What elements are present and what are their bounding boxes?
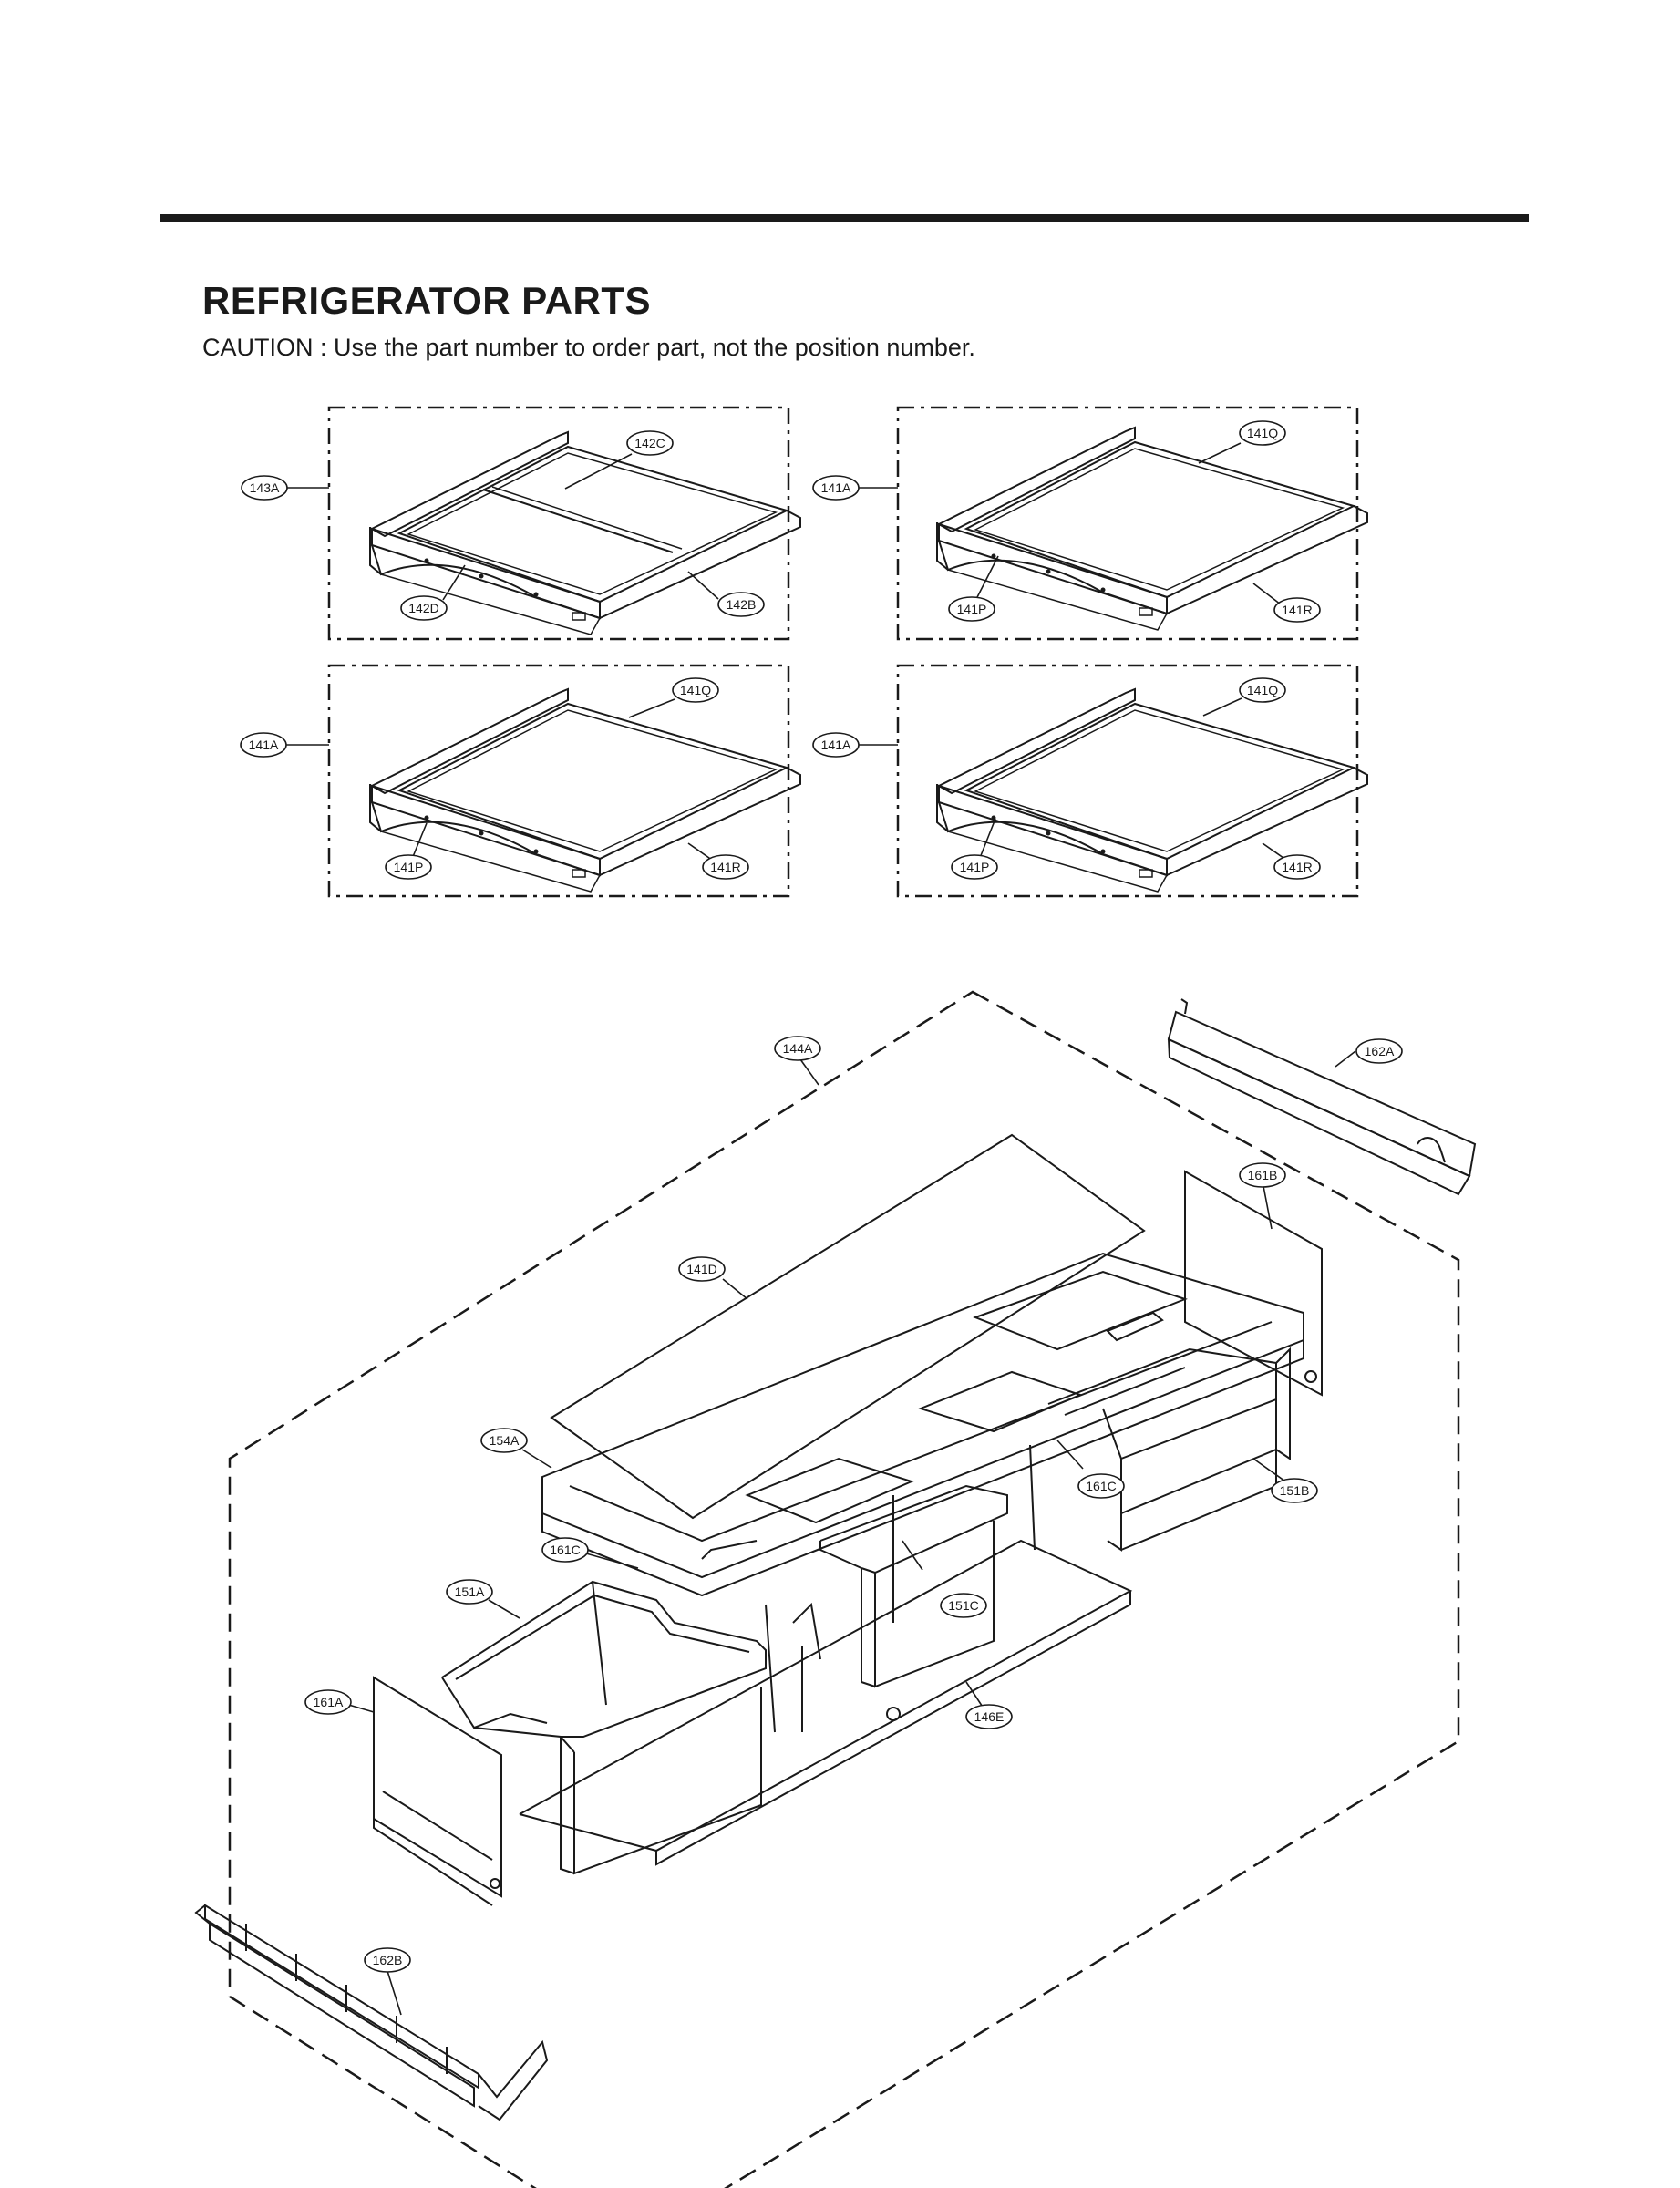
svg-text:162A: 162A (1365, 1044, 1395, 1058)
callout-161C-left: 161C (541, 1537, 589, 1563)
svg-text:141A: 141A (249, 738, 279, 752)
svg-text:141Q: 141Q (1247, 683, 1278, 697)
callout-142D: 142D (400, 595, 448, 621)
callout-162A: 162A (1355, 1038, 1403, 1064)
svg-text:141A: 141A (821, 480, 851, 495)
glass-shelf-141d (550, 1133, 1146, 1520)
callout-151C: 151C (940, 1593, 987, 1618)
svg-text:151B: 151B (1280, 1483, 1310, 1498)
section-box-141-mid-right (896, 664, 1368, 898)
callout-141P-s4: 141P (951, 854, 998, 880)
callout-141Q-s4: 141Q (1239, 677, 1286, 703)
svg-text:142B: 142B (727, 597, 757, 612)
svg-text:141P: 141P (960, 860, 990, 874)
callout-151B: 151B (1271, 1478, 1318, 1503)
caution-note: CAUTION : Use the part number to order p… (202, 334, 975, 361)
callout-142B: 142B (717, 592, 765, 617)
callout-labels: 143A 142C 142D 142B 141A 141Q 141P 141R … (240, 420, 1403, 1973)
callout-154A: 154A (480, 1428, 528, 1453)
drawer-assembly-outline (228, 990, 1460, 2188)
svg-text:143A: 143A (250, 480, 280, 495)
svg-text:141D: 141D (686, 1262, 716, 1276)
drawer-cover-frame-154a (541, 1252, 1304, 1597)
section-box-142 (327, 406, 801, 641)
shelf-drawing-142 (369, 431, 801, 635)
base-tray-146e (519, 1444, 1133, 1866)
callout-141A-s2: 141A (812, 475, 860, 501)
svg-text:141R: 141R (1282, 860, 1312, 874)
panel-161a (373, 1676, 502, 1906)
section-box-141-mid-left (327, 664, 801, 898)
panel-161b (1184, 1170, 1323, 1397)
drawer-151a-drawing (441, 1580, 767, 1875)
callout-144A: 144A (774, 1036, 821, 1061)
drawer-151c-drawing (819, 1484, 1008, 1688)
svg-text:141P: 141P (957, 602, 987, 616)
drawer-151b-drawing (1047, 1347, 1291, 1552)
svg-text:141R: 141R (710, 860, 740, 874)
svg-text:144A: 144A (783, 1041, 813, 1056)
section-box-141-top-right (896, 406, 1368, 641)
page-title: REFRIGERATOR PARTS (202, 279, 652, 322)
svg-text:151A: 151A (455, 1584, 485, 1599)
callout-141P-s3: 141P (385, 854, 432, 880)
callout-141A-s3: 141A (240, 732, 287, 758)
callout-161C-right: 161C (1077, 1473, 1125, 1499)
callout-141P-s2: 141P (948, 596, 995, 622)
callout-141Q-s2: 141Q (1239, 420, 1286, 446)
svg-text:161C: 161C (1086, 1479, 1116, 1493)
svg-text:141P: 141P (394, 860, 424, 874)
svg-text:141Q: 141Q (1247, 426, 1278, 440)
callout-146E: 146E (965, 1704, 1013, 1729)
callout-143A: 143A (241, 475, 288, 501)
svg-text:161B: 161B (1248, 1168, 1278, 1182)
svg-text:141R: 141R (1282, 603, 1312, 617)
grille-162b-drawing (194, 1904, 549, 2121)
callout-141R-s3: 141R (702, 854, 749, 880)
rail-162a-drawing (1167, 998, 1477, 1196)
svg-text:161C: 161C (550, 1543, 580, 1557)
svg-text:162B: 162B (373, 1953, 403, 1967)
svg-text:154A: 154A (490, 1433, 520, 1448)
svg-text:142D: 142D (408, 601, 438, 615)
svg-text:161A: 161A (314, 1695, 344, 1709)
svg-text:142C: 142C (634, 436, 665, 450)
callout-141R-s2: 141R (1273, 597, 1321, 623)
callout-141Q-s3: 141Q (672, 677, 719, 703)
leader-lines (286, 442, 1356, 2016)
callout-141D: 141D (678, 1256, 726, 1282)
svg-text:151C: 151C (948, 1598, 978, 1613)
callout-161B: 161B (1239, 1162, 1286, 1188)
callout-162B: 162B (364, 1947, 411, 1973)
callout-141R-s4: 141R (1273, 854, 1321, 880)
svg-text:146E: 146E (974, 1709, 1005, 1724)
callout-151A: 151A (446, 1579, 493, 1605)
svg-text:141Q: 141Q (680, 683, 711, 697)
callout-142C: 142C (626, 430, 674, 456)
callout-161A: 161A (304, 1689, 352, 1715)
top-rule (160, 214, 1529, 222)
callout-141A-s4: 141A (812, 732, 860, 758)
svg-text:141A: 141A (821, 738, 851, 752)
